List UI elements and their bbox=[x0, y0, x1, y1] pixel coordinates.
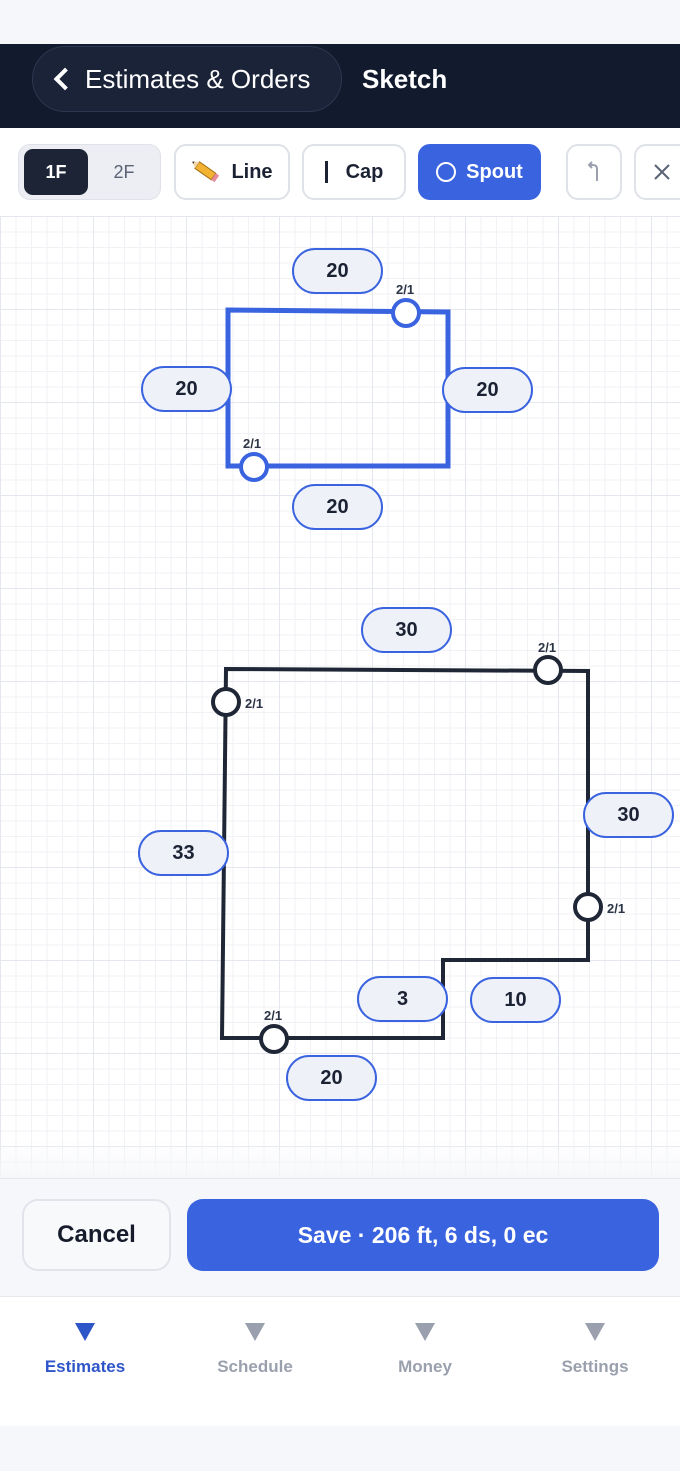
undo-button[interactable] bbox=[566, 144, 622, 200]
spout-tool-button[interactable]: Spout bbox=[418, 144, 541, 200]
top-structure-spout bbox=[239, 452, 269, 482]
cap-tool-button[interactable]: Cap bbox=[302, 144, 406, 200]
spout-tool-label: Spout bbox=[466, 160, 523, 183]
dimension-label-top[interactable]: 20 bbox=[292, 248, 383, 294]
tab-label: Money bbox=[398, 1357, 452, 1376]
triangle-down-icon bbox=[585, 1323, 605, 1341]
app-header: Estimates & Orders Sketch bbox=[0, 44, 680, 128]
bottom-structure-spout bbox=[211, 687, 241, 717]
floor-1f-button[interactable]: 1F bbox=[24, 149, 88, 195]
cancel-button[interactable]: Cancel bbox=[22, 1199, 171, 1271]
line-tool-button[interactable]: Line bbox=[174, 144, 290, 200]
undo-icon bbox=[587, 161, 598, 181]
tab-settings[interactable]: Settings bbox=[510, 1323, 680, 1377]
spout-ratio-label: 2/1 bbox=[538, 640, 557, 655]
bottom-structure-spout bbox=[533, 655, 563, 685]
cap-bar-icon bbox=[324, 161, 328, 183]
dimension-label-bottom[interactable]: 20 bbox=[292, 484, 383, 530]
pencil-icon bbox=[192, 161, 220, 183]
back-button-label: Estimates & Orders bbox=[85, 63, 311, 94]
bottom-structure-spout bbox=[573, 892, 603, 922]
canvas-fade bbox=[0, 1138, 680, 1178]
dimension-label-top[interactable]: 30 bbox=[361, 607, 452, 653]
triangle-down-icon bbox=[75, 1323, 95, 1341]
sketch-drawing bbox=[211, 298, 603, 1054]
save-button[interactable]: Save · 206 ft, 6 ds, 0 ec bbox=[187, 1199, 659, 1271]
cap-tool-label: Cap bbox=[345, 160, 384, 183]
top-structure-outline bbox=[225, 307, 451, 469]
top-structure-spout bbox=[391, 298, 421, 328]
floor-selector: 1F 2F bbox=[18, 144, 161, 200]
line-tool-label: Line bbox=[231, 160, 273, 183]
clear-button[interactable] bbox=[634, 144, 680, 200]
floor-2f-button[interactable]: 2F bbox=[113, 161, 135, 182]
triangle-down-icon bbox=[245, 1323, 265, 1341]
action-footer: Cancel Save · 206 ft, 6 ds, 0 ec bbox=[0, 1178, 680, 1296]
tab-label: Estimates bbox=[44, 1357, 126, 1376]
bottom-structure-outline bbox=[219, 666, 590, 1040]
dimension-label-left[interactable]: 33 bbox=[138, 830, 229, 876]
tab-schedule[interactable]: Schedule bbox=[170, 1323, 340, 1377]
dimension-label-right[interactable]: 20 bbox=[442, 367, 533, 413]
bottom-structure-spout bbox=[259, 1024, 289, 1054]
dimension-label-left[interactable]: 20 bbox=[141, 366, 232, 412]
dimension-label-notch[interactable]: 3 bbox=[357, 976, 448, 1022]
sketch-canvas[interactable]: 20 20 20 20 2/1 2/1 30 33 30 3 10 20 2/1… bbox=[0, 216, 680, 1178]
dimension-label-bottom[interactable]: 20 bbox=[286, 1055, 377, 1101]
spout-ratio-label: 2/1 bbox=[243, 436, 262, 451]
tab-estimates[interactable]: Estimates bbox=[0, 1323, 170, 1377]
triangle-down-icon bbox=[415, 1323, 435, 1341]
page-title: Sketch bbox=[362, 64, 448, 94]
dimension-label-step[interactable]: 10 bbox=[470, 977, 561, 1023]
spout-ratio-label: 2/1 bbox=[264, 1008, 283, 1023]
home-indicator-area bbox=[0, 1426, 680, 1471]
close-icon bbox=[654, 164, 670, 180]
tab-label: Settings bbox=[561, 1357, 629, 1376]
circle-icon bbox=[436, 162, 457, 182]
spout-ratio-label: 2/1 bbox=[245, 696, 264, 711]
bottom-tab-bar: Estimates Schedule Money Settings bbox=[0, 1296, 680, 1426]
status-bar-area bbox=[0, 0, 680, 44]
spout-ratio-label: 2/1 bbox=[607, 901, 626, 916]
chevron-left-icon bbox=[53, 67, 77, 91]
dimension-label-right[interactable]: 30 bbox=[583, 792, 674, 838]
back-button[interactable]: Estimates & Orders bbox=[32, 46, 342, 112]
tab-label: Schedule bbox=[217, 1357, 293, 1376]
tab-money[interactable]: Money bbox=[340, 1323, 510, 1377]
spout-ratio-label: 2/1 bbox=[396, 282, 415, 297]
sketch-toolbar: 1F 2F Line Cap Spout bbox=[0, 128, 680, 216]
